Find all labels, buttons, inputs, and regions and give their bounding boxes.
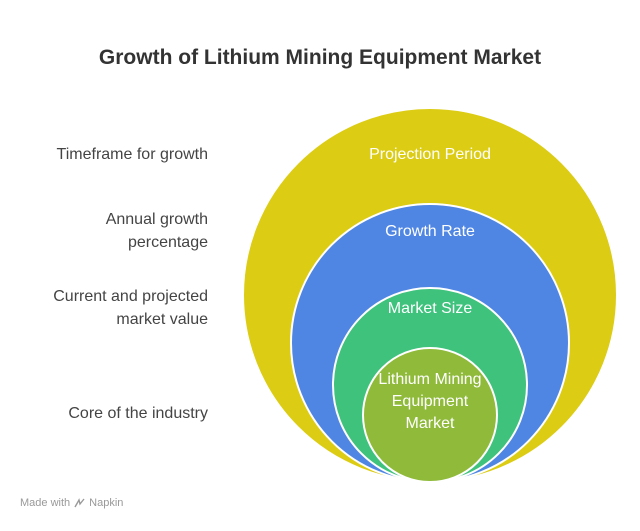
description-market-size: Current and projected market value [53,288,208,328]
footer-brand: Napkin [89,497,124,509]
footer-text: Made with [20,497,71,509]
ring-label-projection-period: Projection Period [369,146,491,163]
description-core: Core of the industry [68,405,208,422]
circle-core [362,347,498,483]
diagram-title: Growth of Lithium Mining Equipment Marke… [98,46,542,69]
ring-label-core: Lithium Mining Equipment Market [378,371,482,432]
description-projection-period: Timeframe for growth [56,146,208,163]
footer: Made with Napkin [20,497,123,509]
ring-label-growth-rate: Growth Rate [385,223,475,240]
description-growth-rate: Annual growth percentage [105,211,208,251]
napkin-logo-icon [74,497,85,509]
ring-label-market-size: Market Size [387,300,473,317]
